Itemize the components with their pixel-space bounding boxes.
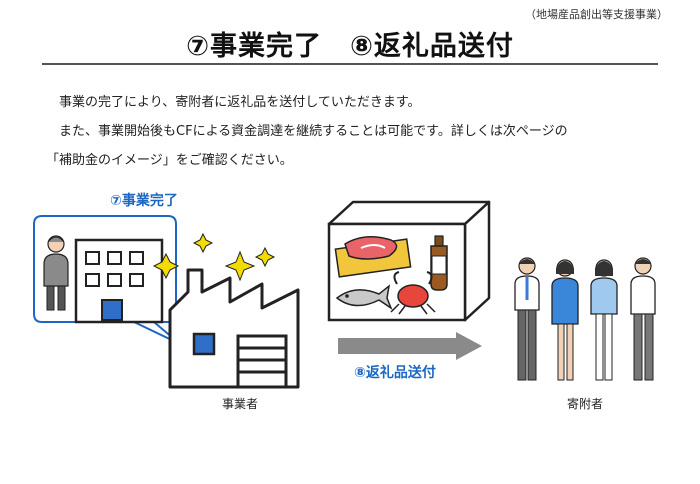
crab-icon xyxy=(390,271,436,315)
page-title: ⑦事業完了 ⑧返礼品送付 xyxy=(186,31,514,62)
business-label: 事業者 xyxy=(221,397,258,411)
body-line-3: 「補助金のイメージ」をご確認ください。 xyxy=(46,153,293,168)
step8-label: ⑧返礼品送付 xyxy=(354,365,436,381)
factory-icon xyxy=(152,232,300,389)
bottle-icon xyxy=(430,235,448,291)
donor-label: 寄附者 xyxy=(566,397,603,411)
step7-label: ⑦事業完了 xyxy=(110,193,178,209)
fish-icon xyxy=(335,284,393,310)
person-icon xyxy=(630,257,656,381)
body-line-1: 事業の完了により、寄附者に返礼品を送付していただきます。 xyxy=(59,95,421,110)
donors-group xyxy=(514,257,656,381)
sparkle-icon xyxy=(152,232,276,282)
building-icon xyxy=(74,238,164,324)
body-text: 事業の完了により、寄附者に返礼品を送付していただきます。 また、事業開始後もCF… xyxy=(46,88,666,175)
meat-icon xyxy=(334,236,412,278)
person-icon xyxy=(43,235,69,311)
body-line-2: また、事業開始後もCFによる資金調達を継続することは可能です。詳しくは次ページの xyxy=(59,124,568,139)
delivery-arrow xyxy=(338,332,482,360)
person-icon xyxy=(590,259,618,381)
title-divider xyxy=(42,63,658,65)
gift-box-icon xyxy=(327,200,491,322)
person-icon xyxy=(514,257,540,381)
business-bubble xyxy=(33,215,180,345)
person-icon xyxy=(551,259,579,381)
subtitle: （地場産品創出等支援事業） xyxy=(525,8,668,21)
